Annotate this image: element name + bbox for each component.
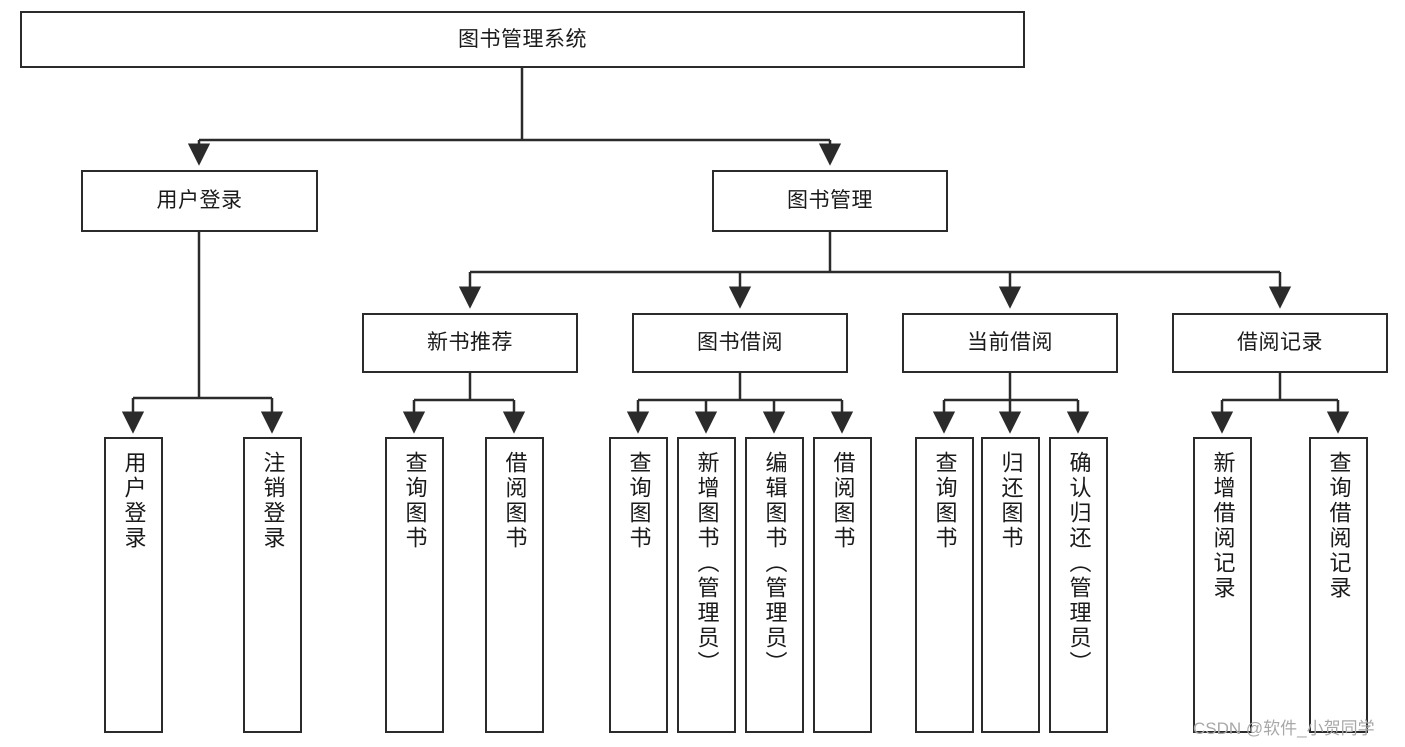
node-leaf-add-record[interactable]: 新增借阅记录 bbox=[1193, 437, 1252, 733]
node-leaf-add-book-label: 新增图书（管理员） bbox=[694, 451, 720, 676]
csdn-watermark: CSDN @软件_小贺同学 bbox=[1193, 719, 1375, 738]
node-borrow-record-label: 借阅记录 bbox=[1237, 331, 1323, 355]
node-leaf-user-logout-label: 注销登录 bbox=[260, 451, 286, 551]
node-leaf-return-book-label: 归还图书 bbox=[998, 451, 1024, 551]
node-leaf-edit-book[interactable]: 编辑图书（管理员） bbox=[745, 437, 804, 733]
node-leaf-edit-book-label: 编辑图书（管理员） bbox=[762, 451, 788, 676]
node-leaf-query-record-label: 查询借阅记录 bbox=[1326, 451, 1352, 601]
node-leaf-confirm-return[interactable]: 确认归还（管理员） bbox=[1049, 437, 1108, 733]
node-borrow-record[interactable]: 借阅记录 bbox=[1172, 313, 1388, 373]
node-leaf-query-book-1-label: 查询图书 bbox=[402, 451, 428, 551]
node-leaf-user-login[interactable]: 用户登录 bbox=[104, 437, 163, 733]
node-new-book-recommend-label: 新书推荐 bbox=[427, 331, 513, 355]
node-leaf-return-book[interactable]: 归还图书 bbox=[981, 437, 1040, 733]
node-book-borrow[interactable]: 图书借阅 bbox=[632, 313, 848, 373]
node-current-borrow[interactable]: 当前借阅 bbox=[902, 313, 1118, 373]
node-leaf-borrow-book-2-label: 借阅图书 bbox=[830, 451, 856, 551]
node-book-management-label: 图书管理 bbox=[787, 189, 873, 213]
node-current-borrow-label: 当前借阅 bbox=[967, 331, 1053, 355]
node-root[interactable]: 图书管理系统 bbox=[20, 11, 1025, 68]
node-user-login-label: 用户登录 bbox=[156, 189, 243, 213]
node-leaf-borrow-book-2[interactable]: 借阅图书 bbox=[813, 437, 872, 733]
node-leaf-borrow-book-1[interactable]: 借阅图书 bbox=[485, 437, 544, 733]
node-leaf-query-book-2-label: 查询图书 bbox=[626, 451, 652, 551]
node-user-login[interactable]: 用户登录 bbox=[81, 170, 318, 232]
node-book-management[interactable]: 图书管理 bbox=[712, 170, 948, 232]
node-leaf-add-book[interactable]: 新增图书（管理员） bbox=[677, 437, 736, 733]
node-leaf-borrow-book-1-label: 借阅图书 bbox=[502, 451, 528, 551]
node-leaf-query-record[interactable]: 查询借阅记录 bbox=[1309, 437, 1368, 733]
node-leaf-query-book-1[interactable]: 查询图书 bbox=[385, 437, 444, 733]
node-leaf-user-logout[interactable]: 注销登录 bbox=[243, 437, 302, 733]
node-leaf-query-book-2[interactable]: 查询图书 bbox=[609, 437, 668, 733]
node-leaf-user-login-label: 用户登录 bbox=[121, 451, 147, 551]
node-root-label: 图书管理系统 bbox=[458, 27, 587, 51]
node-leaf-query-book-3-label: 查询图书 bbox=[932, 451, 958, 551]
node-leaf-add-record-label: 新增借阅记录 bbox=[1210, 451, 1236, 601]
node-new-book-recommend[interactable]: 新书推荐 bbox=[362, 313, 578, 373]
node-book-borrow-label: 图书借阅 bbox=[697, 331, 783, 355]
node-leaf-query-book-3[interactable]: 查询图书 bbox=[915, 437, 974, 733]
node-leaf-confirm-return-label: 确认归还（管理员） bbox=[1066, 451, 1092, 676]
